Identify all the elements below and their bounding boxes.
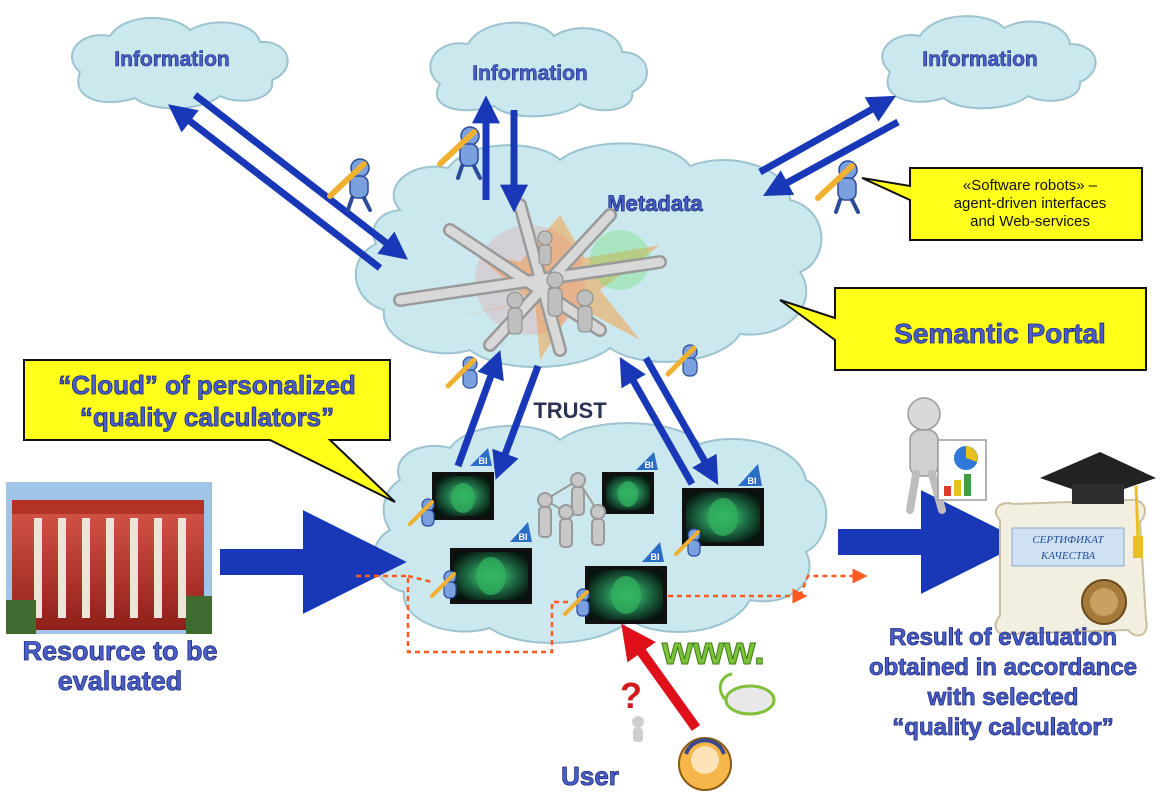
resource-label-line-2: evaluated <box>58 666 183 696</box>
software-robots-callout: «Software robots» – agent-driven interfa… <box>861 167 1143 241</box>
presenter-with-chart-icon <box>906 397 987 514</box>
result-label-line-1: Result of evaluation <box>889 624 1117 651</box>
bi-badge: BI <box>636 452 658 470</box>
svg-text:BI: BI <box>479 456 488 466</box>
software-robot-icon <box>674 528 701 557</box>
computer-mouse-icon <box>718 672 776 716</box>
software-robot-icon <box>445 356 478 389</box>
svg-text:BI: BI <box>651 552 660 562</box>
software-robot-icon <box>437 126 482 180</box>
arrow-user-to-calculator <box>621 623 701 731</box>
result-label-line-3: with selected <box>927 684 1079 711</box>
quality-calculator-monitor <box>450 548 532 604</box>
certificate-line-1: СЕРТИФИКАТ <box>1032 534 1104 546</box>
bi-badge: BI <box>738 464 762 486</box>
arrow-info-right-to-metadata <box>762 118 900 197</box>
certificate-line-2: КАЧЕСТВА <box>1040 550 1095 562</box>
metadata-cloud: Metadata <box>354 142 823 369</box>
information-cloud-left: Information <box>70 16 289 110</box>
svg-text:BI: BI <box>519 532 528 542</box>
arrow-metadata-to-calculators-left <box>492 364 542 480</box>
user-avatar-icon <box>678 737 732 791</box>
question-person-icon: ? <box>620 675 644 742</box>
trust-label: TRUST <box>533 398 607 423</box>
information-cloud-right: Information <box>881 15 1097 110</box>
svg-text:BI: BI <box>645 460 654 470</box>
arrow-info-left-to-metadata <box>192 92 408 260</box>
university-building-image <box>6 482 212 634</box>
question-mark-icon: ? <box>620 675 642 716</box>
software-robot-icon <box>430 570 457 599</box>
software-robot-icon <box>563 588 590 617</box>
resource-label-line-1: Resource to be <box>22 636 217 666</box>
arrow-metadata-to-info-right <box>758 95 896 176</box>
information-label-right: Information <box>922 48 1038 71</box>
semantic-portal-label: Semantic Portal <box>894 318 1106 349</box>
quality-calculators-line-2: “quality calculators” <box>80 402 334 432</box>
arrow-metadata-to-info-left <box>168 104 383 271</box>
semantic-portal-hub-illustration <box>393 198 667 360</box>
quality-calculator-monitor <box>585 566 667 624</box>
info-metadata-arrows <box>168 92 900 271</box>
software-robots-line-2: agent-driven interfaces <box>954 195 1107 212</box>
quality-certificate-image: СЕРТИФИКАТ КАЧЕСТВА <box>994 452 1156 637</box>
information-label-center: Information <box>472 62 588 85</box>
arrow-calculators-to-metadata-right <box>619 357 696 486</box>
result-label-line-4: “quality calculator” <box>892 714 1113 741</box>
software-robot-icon <box>815 160 860 214</box>
www-label: www. <box>661 629 765 673</box>
evaluation-path-dotted <box>356 568 868 654</box>
trust-arrows <box>454 350 719 486</box>
result-label: Result of evaluation obtained in accorda… <box>869 624 1138 742</box>
software-robot-icon <box>327 158 372 212</box>
user-label: User <box>561 761 619 791</box>
quality-calculators-callout: “Cloud” of personalized “quality calcula… <box>23 359 396 503</box>
software-robots-line-3: and Web-services <box>970 213 1090 230</box>
quality-calculator-monitor <box>432 472 494 520</box>
people-network-icon <box>537 472 606 548</box>
software-robots-line-1: «Software robots» – <box>963 177 1098 194</box>
result-label-line-2: obtained in accordance <box>869 654 1137 681</box>
semantic-portal-callout: Semantic Portal <box>779 287 1147 371</box>
bi-badge: BI <box>470 448 492 466</box>
quality-calculator-monitor <box>602 472 654 514</box>
software-robot-icon <box>665 344 698 377</box>
bi-badge: BI <box>642 542 664 562</box>
metadata-label: Metadata <box>607 191 703 216</box>
software-robot-icon <box>408 498 435 527</box>
arrow-metadata-to-calculators-right <box>642 356 719 485</box>
information-label-left: Information <box>114 48 230 71</box>
information-cloud-center: Information <box>429 21 648 118</box>
bi-badge: BI <box>510 522 532 542</box>
quality-calculators-line-1: “Cloud” of personalized <box>58 370 356 400</box>
resource-label: Resource to be evaluated <box>22 636 218 697</box>
arrow-calculators-to-metadata-left <box>454 350 504 468</box>
svg-text:BI: BI <box>748 476 757 486</box>
